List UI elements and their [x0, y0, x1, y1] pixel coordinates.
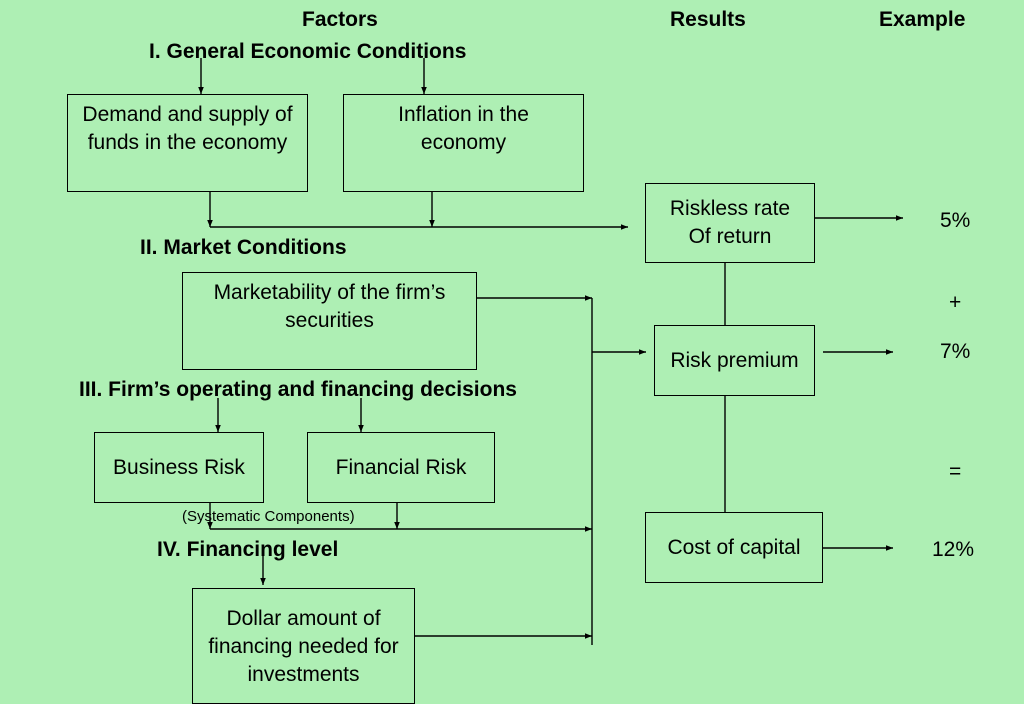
section-financing-level: IV. Financing level: [157, 538, 339, 561]
cost-of-capital-label: Cost of capital: [667, 535, 801, 559]
risk-premium-value: 7%: [940, 340, 971, 363]
demand-supply-label: Demand and supply of funds in the econom…: [82, 103, 293, 154]
section-market-conditions: II. Market Conditions: [140, 236, 347, 259]
marketability-label: Marketability of the firm’s securities: [213, 281, 446, 332]
dollar-amount-label: Dollar amount of financing needed for in…: [208, 607, 399, 686]
financial-risk-label: Financial Risk: [335, 455, 467, 479]
marketability-box: Marketability of the firm’s securities: [182, 272, 477, 370]
equals-sign: =: [949, 460, 962, 483]
systematic-components-note: (Systematic Components): [182, 508, 355, 525]
business-risk-box: Business Risk: [94, 432, 264, 503]
riskless-rate-value: 5%: [940, 209, 971, 232]
demand-supply-box: Demand and supply of funds in the econom…: [67, 94, 308, 192]
section-firm-decisions: III. Firm’s operating and financing deci…: [79, 378, 517, 401]
inflation-label: Inflation in the economy: [398, 103, 529, 154]
riskless-rate-box: Riskless rate Of return: [645, 183, 815, 263]
cost-of-capital-value: 12%: [932, 538, 975, 561]
factors-header: Factors: [302, 8, 378, 31]
inflation-box: Inflation in the economy: [343, 94, 584, 192]
cost-of-capital-box: Cost of capital: [645, 512, 823, 583]
business-risk-label: Business Risk: [113, 455, 245, 479]
risk-premium-label: Risk premium: [670, 348, 799, 372]
plus-sign: +: [949, 291, 962, 314]
section-general-economic: I. General Economic Conditions: [149, 40, 467, 63]
riskless-rate-label: Riskless rate Of return: [669, 197, 791, 248]
dollar-amount-box: Dollar amount of financing needed for in…: [192, 588, 415, 704]
financial-risk-box: Financial Risk: [307, 432, 495, 503]
example-header: Example: [879, 8, 966, 31]
results-header: Results: [670, 8, 746, 31]
risk-premium-box: Risk premium: [654, 325, 815, 396]
